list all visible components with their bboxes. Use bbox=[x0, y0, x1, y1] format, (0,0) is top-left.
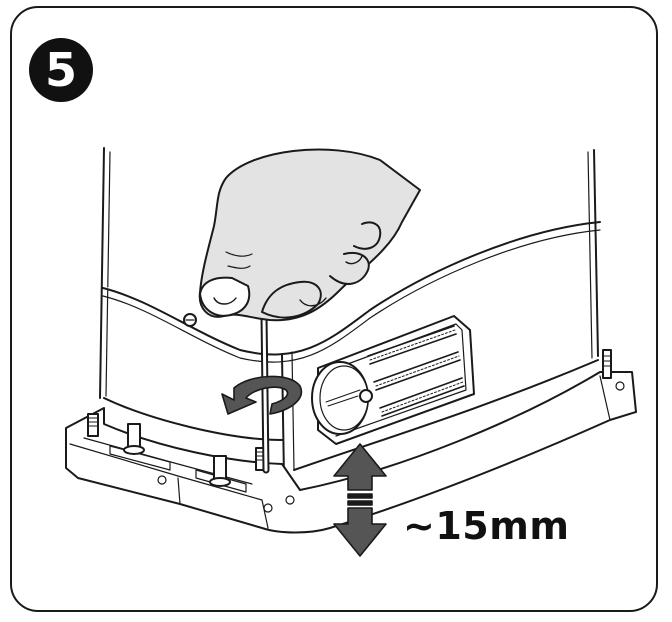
base-studs bbox=[87, 349, 612, 487]
vertical-adjust-arrow-icon bbox=[333, 443, 387, 557]
step-number-badge: 5 bbox=[29, 38, 93, 102]
rotation-arrow-icon bbox=[221, 375, 303, 415]
base-plate bbox=[65, 371, 637, 534]
hand-illustration bbox=[198, 148, 421, 322]
housing-right-edge bbox=[593, 149, 599, 357]
housing-left-edge bbox=[99, 147, 105, 399]
measurement-label: ~15mm bbox=[403, 504, 570, 548]
cover-edge bbox=[102, 221, 601, 356]
